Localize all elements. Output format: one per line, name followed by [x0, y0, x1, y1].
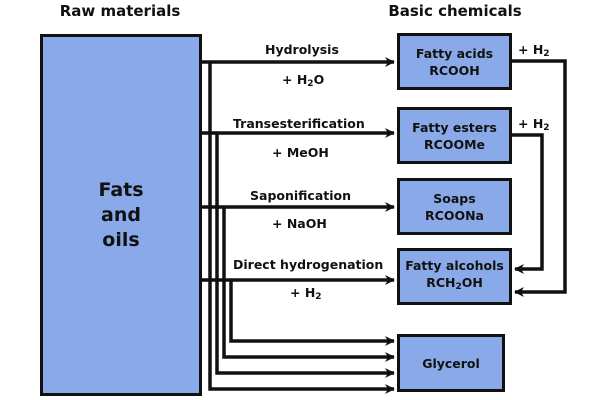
- reaction-label-hydrolysis: Hydrolysis: [265, 42, 339, 57]
- reaction-label-saponification: Saponification: [250, 188, 352, 203]
- product-formula: RCH2OH: [426, 275, 483, 292]
- soaps-box: Soaps RCOONa: [397, 178, 512, 235]
- product-name: Fatty acids: [415, 45, 494, 61]
- source-line: and: [101, 203, 141, 226]
- glycerol-branch-transesterification: [215, 133, 395, 378]
- fatty-alcohols-box: Fatty alcohols RCH2OH: [397, 248, 512, 305]
- fatty-esters-box: Fatty esters RCOOMe: [397, 107, 512, 164]
- product-formula: RCOONa: [425, 207, 484, 223]
- source-line: Fats: [98, 178, 144, 201]
- reaction-label-transesterification: Transesterification: [233, 116, 365, 131]
- reaction-label-direct-hydrogenation: Direct hydrogenation: [233, 257, 384, 272]
- product-formula: RCOOH: [429, 62, 480, 78]
- reagent-label-hydrogen: + H2: [290, 285, 322, 302]
- hydrogen-label-esters: + H2: [518, 116, 550, 133]
- product-name: Glycerol: [422, 355, 480, 371]
- product-name: Soaps: [433, 190, 476, 206]
- reagent-label-methanol: + MeOH: [272, 145, 329, 160]
- glycerol-branch-hydrogenation: [229, 280, 395, 346]
- source-line: oils: [102, 228, 140, 251]
- esters-to-alcohols-arrow: [512, 133, 544, 274]
- product-name: Fatty alcohols: [405, 258, 504, 273]
- product-formula: RCOOMe: [424, 136, 485, 152]
- reagent-label-water: + H2O: [282, 72, 325, 89]
- product-name: Fatty esters: [412, 119, 497, 135]
- reagent-label-naoh: + NaOH: [272, 216, 327, 231]
- raw-materials-heading: Raw materials: [59, 2, 181, 20]
- glycerol-box: Glycerol: [397, 334, 505, 392]
- hydrogen-label-acids: + H2: [518, 42, 550, 59]
- basic-chemicals-heading: Basic chemicals: [388, 2, 522, 20]
- fats-and-oils-box: Fats and oils: [40, 34, 202, 396]
- fatty-acids-box: Fatty acids RCOOH: [397, 33, 512, 90]
- acids-to-alcohols-arrow: [512, 59, 567, 297]
- glycerol-branch-saponification: [222, 207, 395, 362]
- glycerol-branch-hydrolysis: [208, 62, 395, 394]
